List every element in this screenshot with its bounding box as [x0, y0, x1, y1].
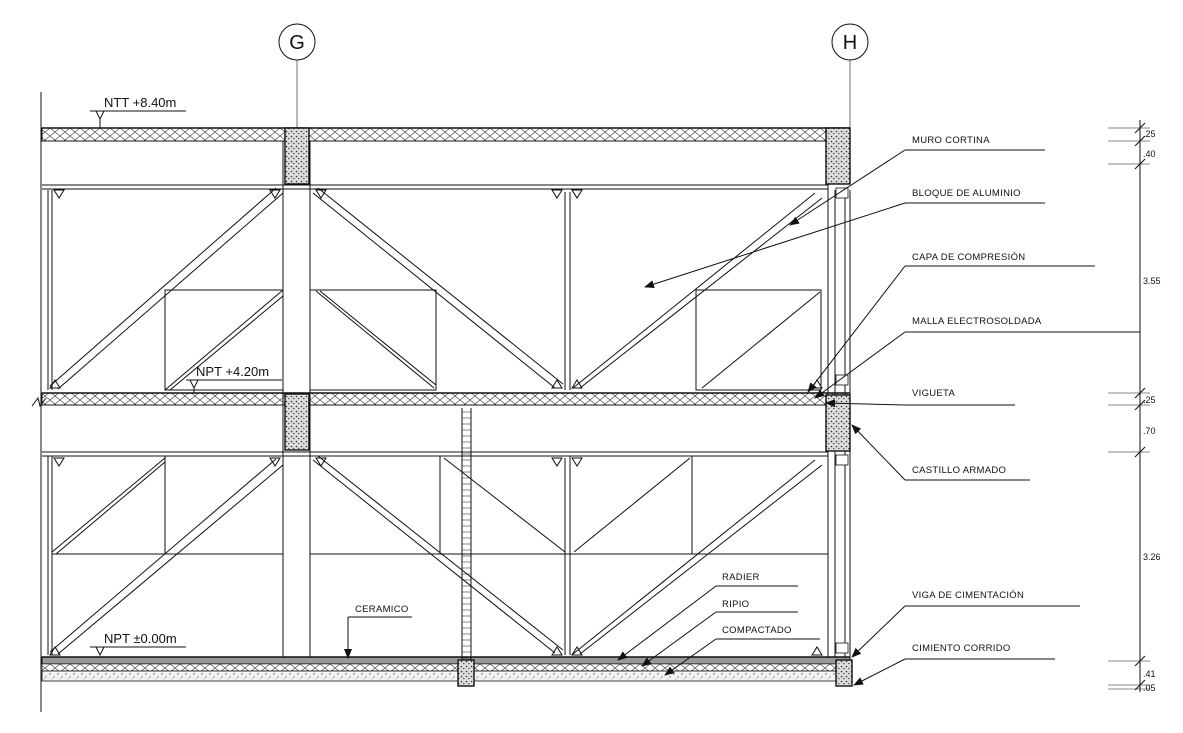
label-vigueta: VIGUETA [825, 388, 1015, 408]
label-cimiento-text: CIMIENTO CORRIDO [912, 643, 1011, 654]
label-capa-compresion-text: CAPA DE COMPRESIÓN [912, 252, 1025, 263]
dim-1: .25 [1143, 129, 1156, 139]
label-compactado: COMPACTADO [664, 625, 820, 676]
label-radier: RADIER [617, 572, 798, 661]
dim-5: .70 [1143, 426, 1156, 436]
upper-story-frame [47, 187, 823, 391]
label-ripio: RIPIO [641, 599, 798, 667]
label-ripio-text: RIPIO [722, 599, 749, 610]
label-vigueta-text: VIGUETA [912, 388, 955, 399]
label-viga-cimentacion-text: VIGA DE CIMENTACIÓN [912, 590, 1024, 601]
dimension-chain: .25 .40 3.55 .25 .70 3.26 .41 .05 [1108, 120, 1161, 693]
dim-7: .41 [1143, 669, 1156, 679]
roof-slab [41, 127, 851, 190]
label-ceramico-text: CERAMICO [355, 604, 409, 615]
label-radier-text: RADIER [722, 572, 760, 583]
level-npt-upper: NPT +4.20m [186, 364, 282, 393]
dim-2: .40 [1143, 149, 1156, 159]
label-viga-cimentacion: VIGA DE CIMENTACIÓN [851, 590, 1080, 658]
label-bloque-aluminio: BLOQUE DE ALUMINIO [644, 188, 1045, 289]
label-cimiento: CIMIENTO CORRIDO [853, 643, 1055, 686]
level-npt-ground: NPT ±0.00m [90, 631, 186, 657]
label-malla-text: MALLA ELECTROSOLDADA [912, 316, 1042, 327]
label-bloque-aluminio-text: BLOQUE DE ALUMINIO [912, 188, 1021, 199]
axis-h: H [831, 23, 869, 128]
column-h [825, 127, 851, 657]
label-muro-cortina: MURO CORTINA [789, 135, 1045, 226]
dim-6: 3.26 [1143, 552, 1161, 562]
level-ntt: NTT +8.40m [90, 95, 186, 128]
label-castillo: CASTILLO ARMADO [851, 424, 1030, 481]
ground-slab [41, 656, 851, 682]
axis-g: G [278, 23, 316, 128]
floor-slab-upper [31, 392, 851, 457]
level-npt-ground-label: NPT ±0.00m [104, 631, 177, 646]
axis-h-label: H [843, 32, 857, 54]
rebar-column [461, 408, 472, 660]
label-castillo-text: CASTILLO ARMADO [912, 465, 1006, 476]
dim-3: 3.55 [1143, 276, 1161, 286]
label-muro-cortina-text: MURO CORTINA [912, 135, 990, 146]
dim-8: .05 [1143, 683, 1156, 693]
level-npt-upper-label: NPT +4.20m [196, 364, 269, 379]
label-ceramico: CERAMICO [344, 604, 412, 659]
footing-center [457, 659, 475, 687]
lower-story-frame [47, 455, 828, 656]
label-capa-compresion: CAPA DE COMPRESIÓN [807, 252, 1095, 393]
column-g [282, 127, 311, 657]
axis-g-label: G [289, 32, 305, 54]
level-ntt-label: NTT +8.40m [104, 95, 176, 110]
label-compactado-text: COMPACTADO [722, 625, 792, 636]
footing-h [835, 659, 853, 687]
dim-4: .25 [1143, 395, 1156, 405]
label-malla: MALLA ELECTROSOLDADA [814, 316, 1140, 399]
